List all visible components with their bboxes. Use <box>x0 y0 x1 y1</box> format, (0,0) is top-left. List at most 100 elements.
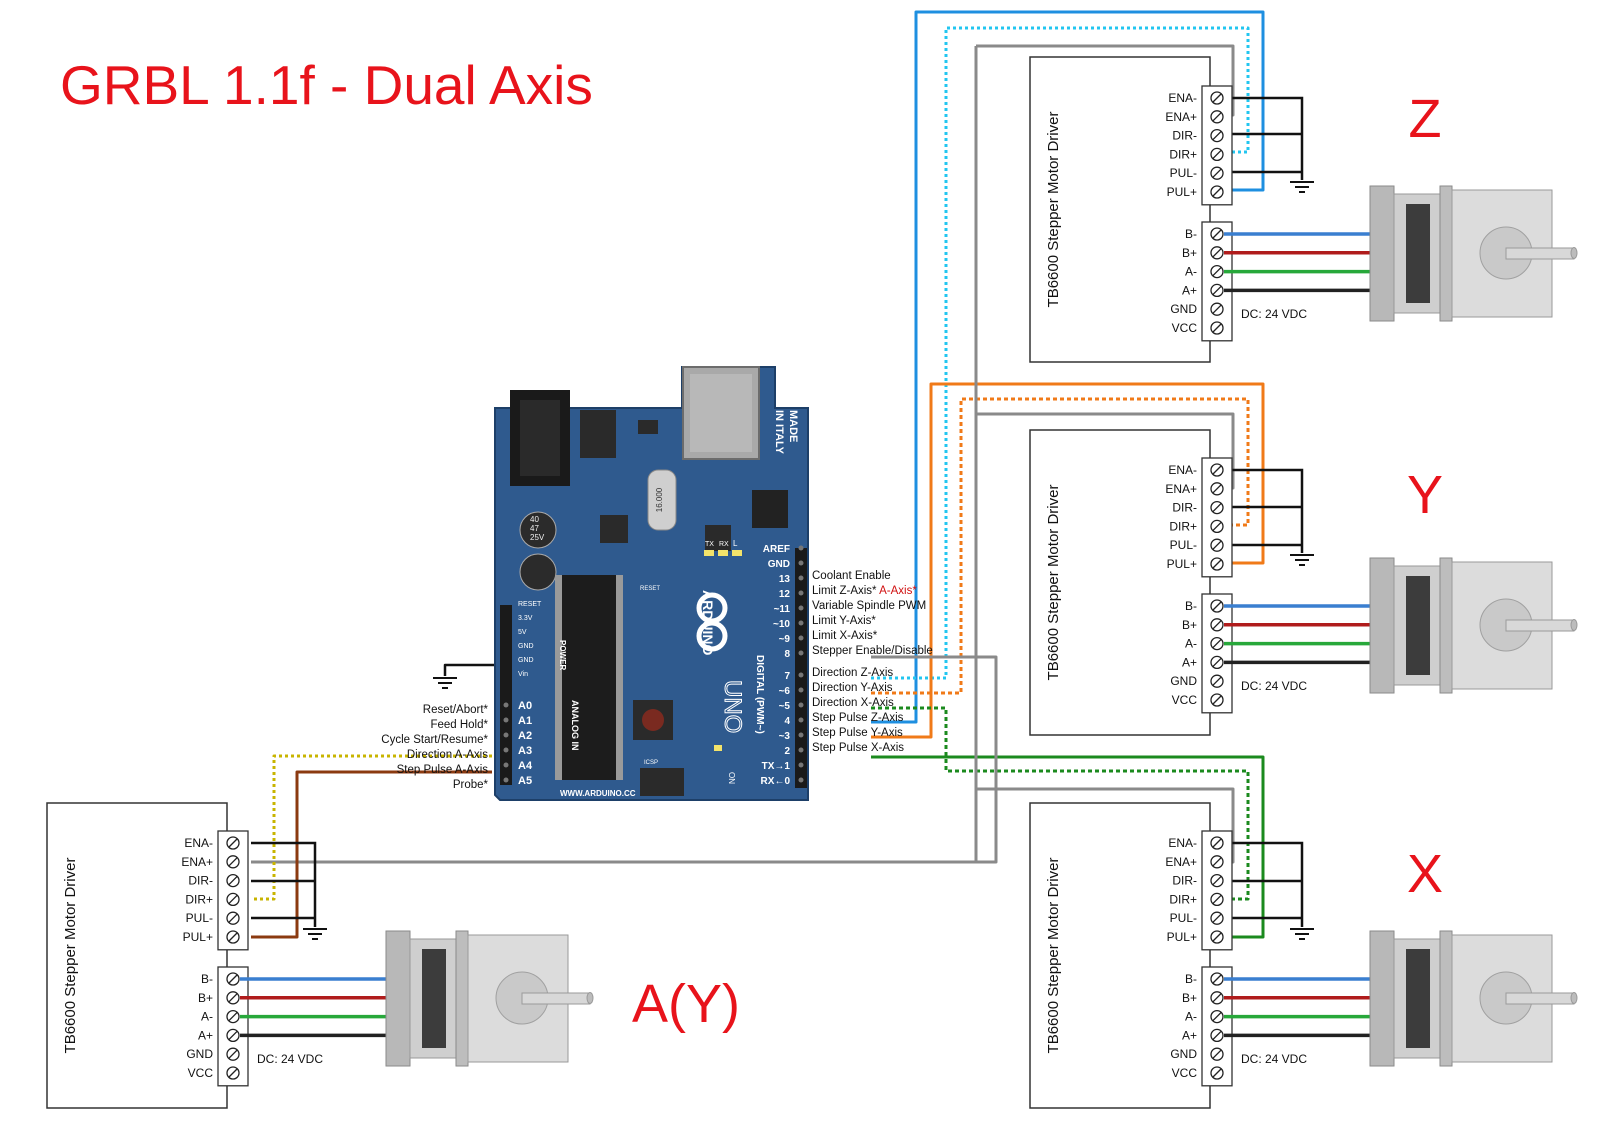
digital-pin-label: AREF <box>763 544 790 555</box>
header-pin <box>798 717 804 723</box>
screw-terminal <box>1210 110 1224 124</box>
analog-pin-label: A4 <box>518 760 533 772</box>
header-pin <box>798 575 804 581</box>
pin-label: GND <box>186 1047 213 1061</box>
digital-pin-label: 12 <box>779 589 791 600</box>
power-pin-label: 3.3V <box>518 615 533 622</box>
screw-terminal <box>226 911 240 925</box>
pin-label: PUL- <box>1170 166 1197 180</box>
pin-label: DIR- <box>1172 501 1197 515</box>
label-dir-z: Direction Z-Axis <box>812 667 893 679</box>
on-label: ON <box>727 772 736 784</box>
header-pin <box>798 560 804 566</box>
screw-terminal <box>1210 166 1224 180</box>
ground-icon <box>1289 928 1315 940</box>
pin-label: A- <box>1185 1010 1197 1024</box>
axis-label-a: A(Y) <box>632 974 740 1034</box>
power-label: DC: 24 VDC <box>1241 307 1307 321</box>
header-pin <box>798 777 804 783</box>
pin-label: VCC <box>188 1066 214 1080</box>
header-pin <box>503 717 509 723</box>
screw-terminal <box>1210 693 1224 707</box>
screw-terminal <box>1210 911 1224 925</box>
pin-label: PUL- <box>1170 911 1197 925</box>
header-pin <box>798 672 804 678</box>
header-pin <box>798 687 804 693</box>
pin-label: GND <box>1170 302 1197 316</box>
wire-step-z <box>871 10 1265 724</box>
screw-terminal <box>1210 892 1224 907</box>
led-tx-label: TX <box>705 541 714 548</box>
pin-label: GND <box>1170 1047 1197 1061</box>
header-pin <box>798 650 804 656</box>
ground-icon <box>1289 181 1315 193</box>
screw-terminal <box>1210 930 1224 944</box>
digital-pin-label: 2 <box>784 746 790 757</box>
pin-label: B- <box>1185 599 1197 613</box>
screw-terminal <box>1210 246 1224 260</box>
screw-terminal <box>226 930 240 944</box>
digital-pin-label: TX→1 <box>762 761 791 772</box>
ground-icon <box>432 677 458 689</box>
screw-terminal <box>1210 1028 1224 1043</box>
pin-label: B- <box>1185 227 1197 241</box>
digital-label: DIGITAL (PWM~) <box>754 655 765 734</box>
pin-label: PUL+ <box>1167 930 1197 944</box>
pin-label: ENA- <box>1168 836 1197 850</box>
screw-terminal <box>1210 855 1224 869</box>
digital-pin-label: ~6 <box>779 686 791 697</box>
arduino-board: 40 47 25V 16.000 <box>494 366 809 801</box>
screw-terminal <box>1210 636 1224 651</box>
stepper-motor-icon <box>1369 930 1578 1067</box>
digital-pin-label: ~11 <box>774 604 791 615</box>
pin-label: PUL- <box>1170 538 1197 552</box>
arduino-logo <box>696 592 728 652</box>
screw-terminal <box>1210 128 1224 143</box>
pin-label: ENA+ <box>1165 855 1197 869</box>
header-pin <box>798 762 804 768</box>
header-pin <box>503 702 509 708</box>
screw-terminal <box>226 1028 240 1043</box>
screw-terminal <box>1210 674 1224 688</box>
digital-pin-label: 13 <box>779 574 791 585</box>
screw-terminal <box>1210 991 1224 1005</box>
analog-pin-label: A3 <box>518 745 532 757</box>
screw-terminal <box>1210 227 1224 241</box>
reset-label: RESET <box>640 586 660 592</box>
header-pin <box>503 777 509 783</box>
screw-terminal <box>1210 655 1224 670</box>
screw-terminal <box>1210 1047 1224 1061</box>
cap-text-1: 40 <box>530 515 539 524</box>
digital-pin-label: ~10 <box>773 619 790 630</box>
header-pin <box>503 732 509 738</box>
left-signal-label: Cycle Start/Resume* <box>381 734 488 746</box>
digital-pin-label: GND <box>768 559 790 570</box>
screw-terminal <box>1210 836 1224 850</box>
driver-title: TB6600 Stepper Motor Driver <box>62 858 79 1054</box>
label-stepper-enable: Stepper Enable/Disable <box>812 645 933 657</box>
wire-dir-a <box>251 754 492 901</box>
pin-label: DIR- <box>188 874 213 888</box>
url-label: WWW.ARDUINO.CC <box>560 789 636 798</box>
left-signal-label: Reset/Abort* <box>423 704 489 716</box>
label-dir-x: Direction X-Axis <box>812 697 894 709</box>
analog-pin-label: A1 <box>518 715 532 727</box>
screw-terminal <box>1210 519 1224 534</box>
pin-label: B+ <box>198 991 213 1005</box>
pin-label: A- <box>1185 637 1197 651</box>
pin-label: ENA- <box>184 836 213 850</box>
made-label: MADE <box>787 410 799 442</box>
digital-pin-label: 7 <box>784 671 790 682</box>
page-title: GRBL 1.1f - Dual Axis <box>60 54 593 116</box>
pin-label: DIR+ <box>185 892 213 906</box>
screw-terminal <box>1210 185 1224 199</box>
pin-label: ENA+ <box>1165 482 1197 496</box>
driver-title: TB6600 Stepper Motor Driver <box>1045 858 1062 1054</box>
ground-icon <box>1289 554 1315 566</box>
pin-label: A+ <box>198 1028 213 1042</box>
cap-text-3: 25V <box>530 533 545 542</box>
power-label: DC: 24 VDC <box>1241 1052 1307 1066</box>
screw-terminal <box>1210 463 1224 477</box>
crystal-label: 16.000 <box>655 487 664 512</box>
